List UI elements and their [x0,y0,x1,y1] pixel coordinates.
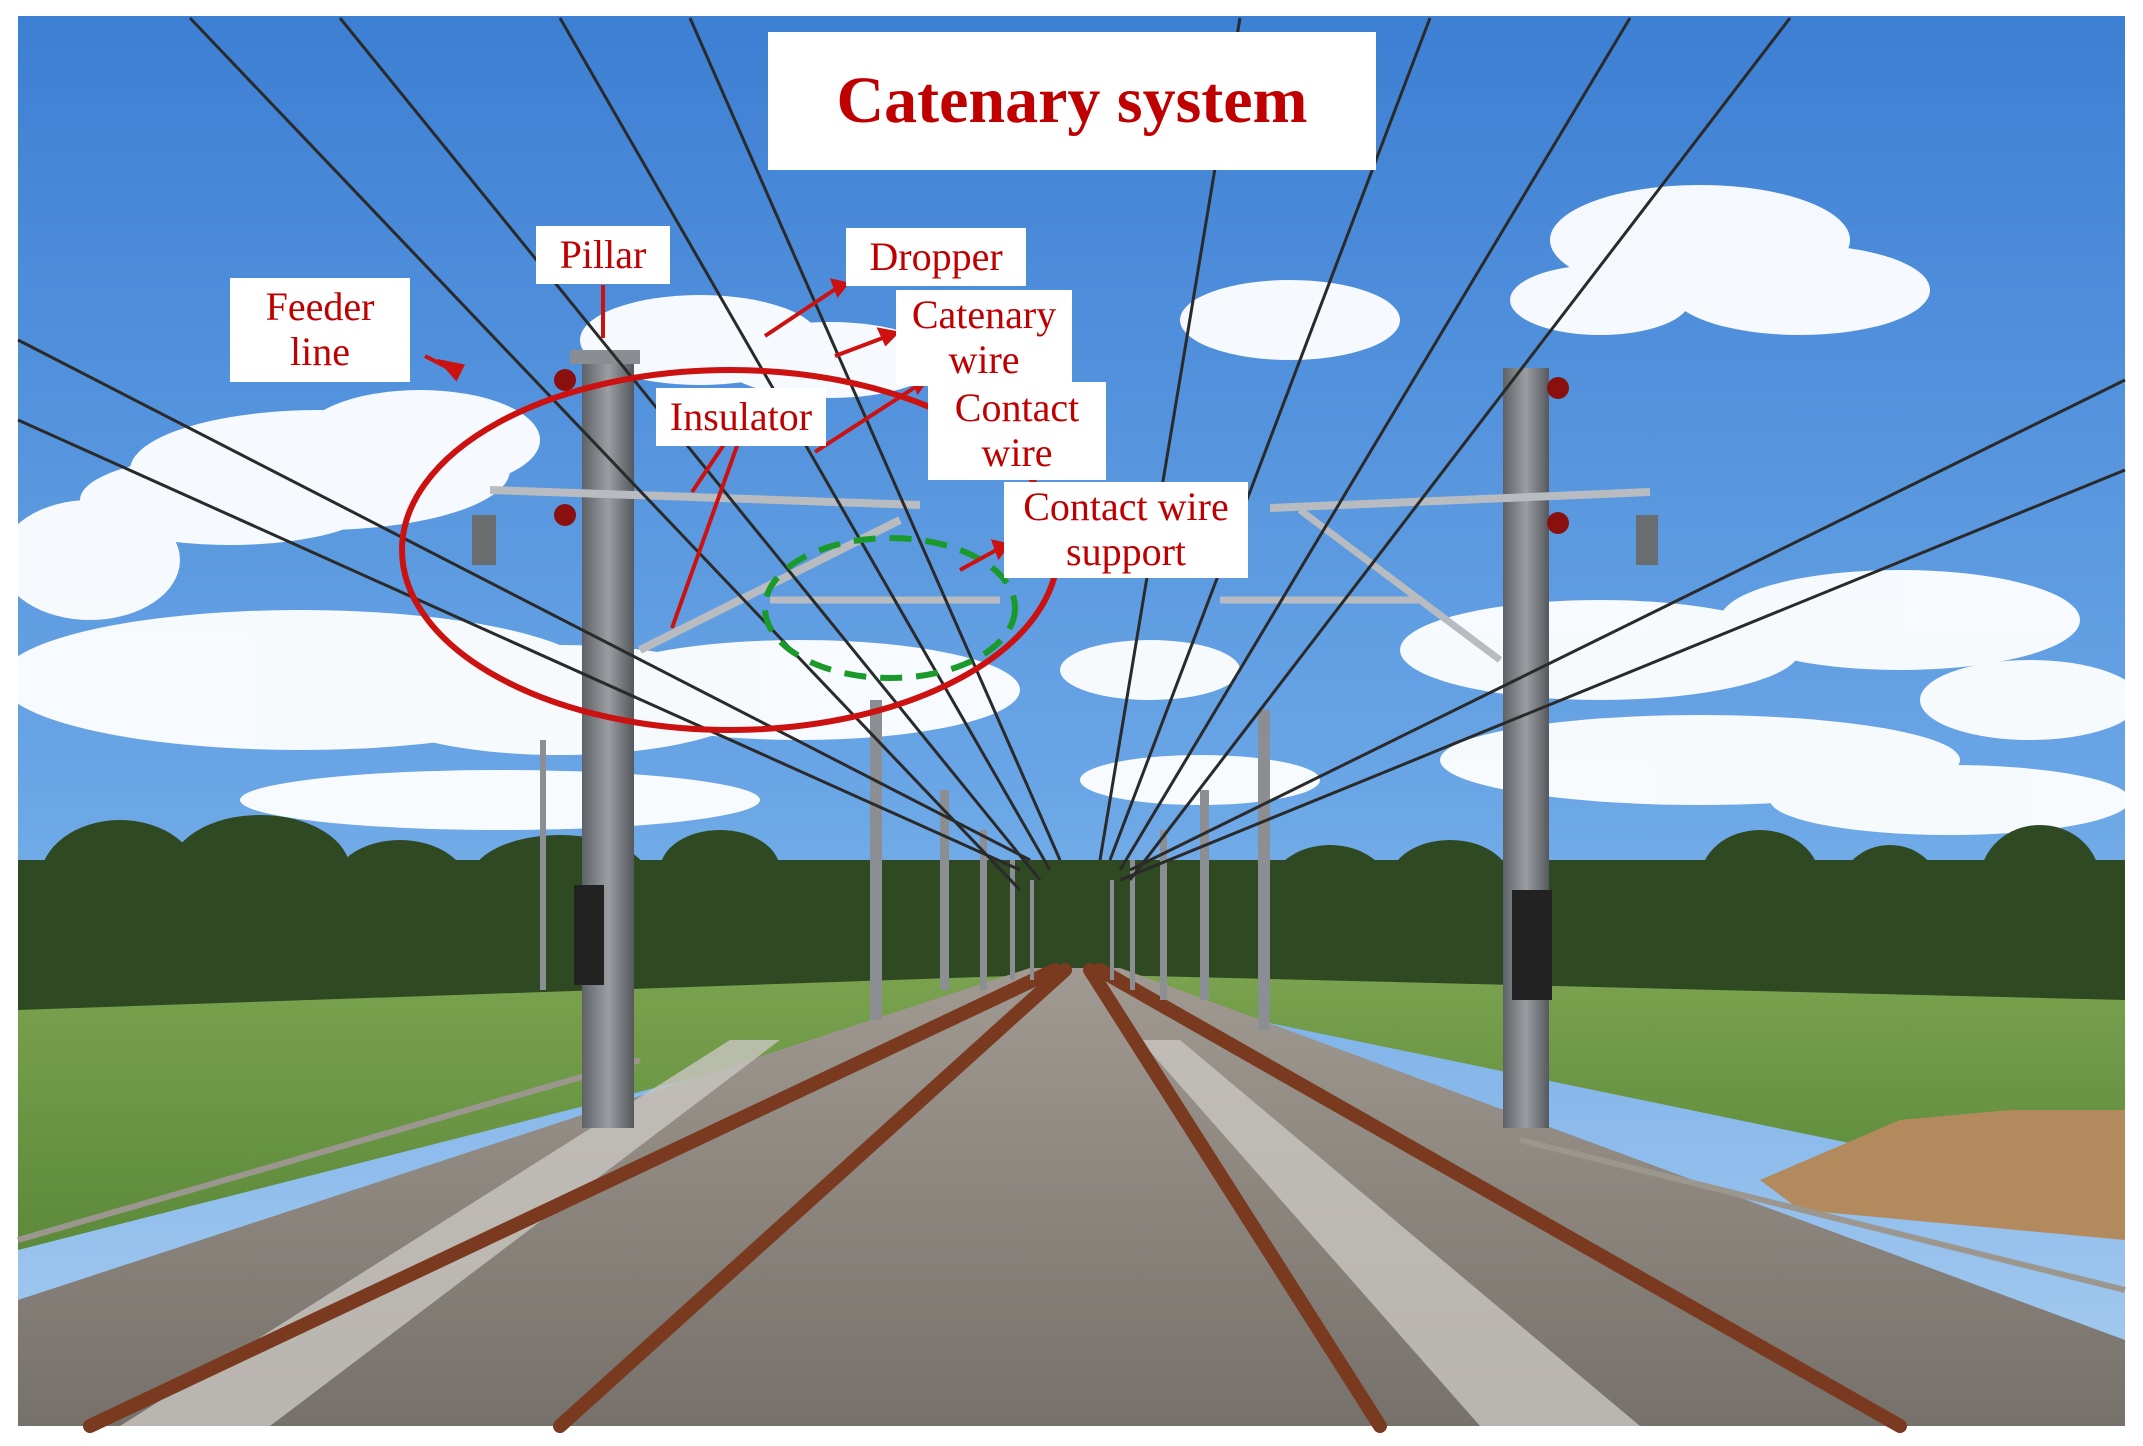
dirt-mound [1760,1110,2125,1240]
ballast-bed [18,968,2125,1426]
distant-poles [540,700,1270,1030]
left-field [18,975,1040,1250]
rails [83,963,1907,1433]
label-dropper: Dropper [846,228,1026,286]
right-pillar [1220,368,1658,1128]
title-text: Catenary system [836,64,1308,138]
fences [17,1057,2126,1293]
left-pillar [472,350,1000,1128]
overhead-wires [17,16,2126,892]
label-insulator: Insulator [656,388,826,446]
diagram-title: Catenary system [768,32,1376,170]
label-contact-wire-support: Contact wire support [1004,482,1248,578]
label-contact-wire: Contact wire [928,382,1106,480]
label-feeder-line: Feeder line [230,278,410,382]
green-highlight-ellipse [762,535,1018,681]
label-pillar: Pillar [536,226,670,284]
label-catenary-wire: Catenary wire [896,290,1072,386]
